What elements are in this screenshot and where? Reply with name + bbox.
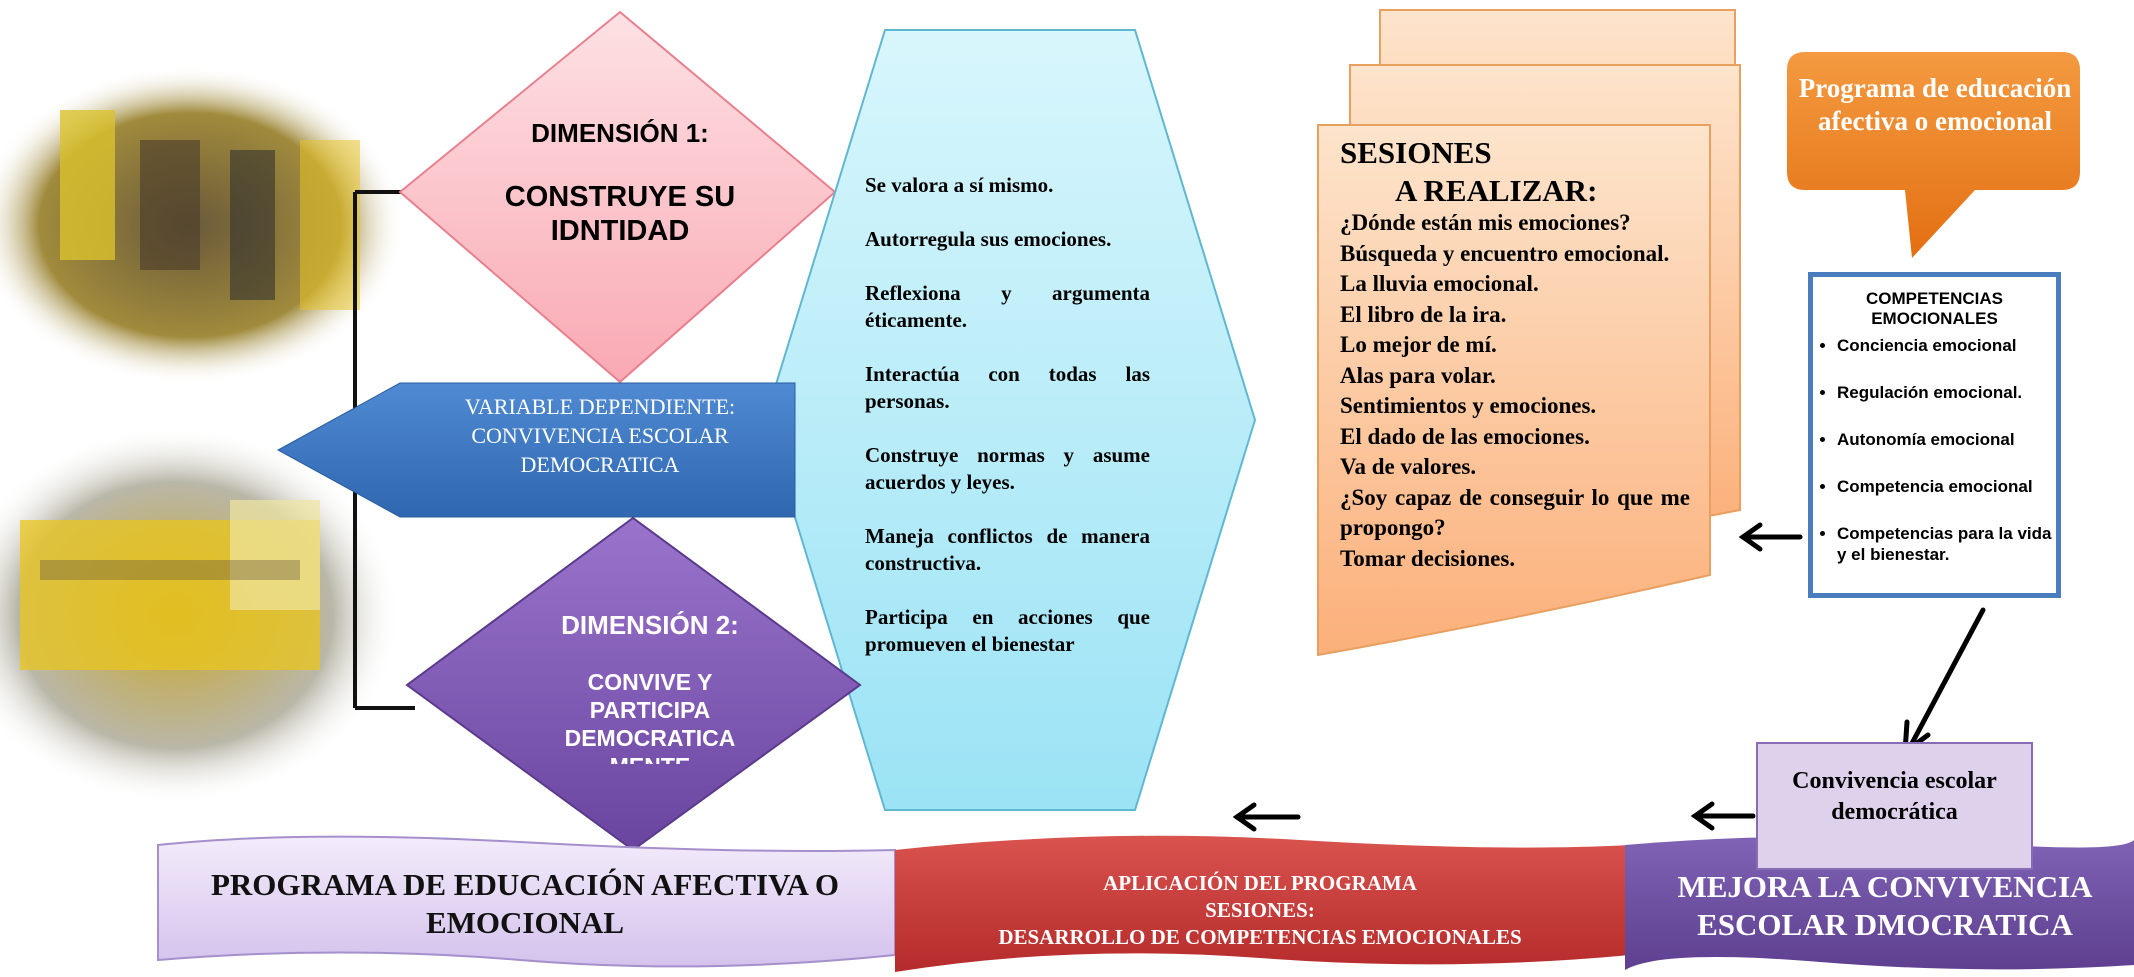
students-photo — [0, 65, 405, 385]
capacity-item: Autorregula sus emociones. — [865, 227, 1112, 251]
sessions-title-line2: A REALIZAR: — [1395, 173, 1598, 208]
banner-middle-line3: DESARROLLO DE COMPETENCIAS EMOCIONALES — [998, 925, 1522, 949]
capacity-item: Se valora a sí mismo. — [865, 173, 1054, 197]
banner-middle-line1: APLICACIÓN DEL PROGRAMA — [1103, 871, 1417, 895]
session-item: Lo mejor de mí. — [1340, 332, 1497, 357]
capacities-list: Se valora a sí mismo. Autorregula sus em… — [865, 172, 1150, 685]
session-item: ¿Soy capaz de conseguir lo que me propon… — [1340, 484, 1690, 541]
sessions-title-line1: SESIONES — [1340, 135, 1492, 170]
sessions-list: ¿Dónde están mis emociones? Búsqueda y e… — [1340, 208, 1690, 574]
dimension1-text: CONSTRUYE SU IDNTIDAD — [504, 181, 736, 247]
session-item: Búsqueda y encuentro emocional. — [1340, 240, 1670, 266]
banner-right-shape — [1625, 836, 2134, 970]
school-building-photo — [0, 425, 400, 805]
variable-arrow-banner — [276, 382, 796, 518]
dimension1-diamond — [398, 10, 837, 384]
session-item: ¿Dónde están mis emociones? — [1340, 210, 1631, 235]
capacity-item: Participa en acciones que promueven el b… — [865, 605, 1150, 656]
variable-dependiente-label: VARIABLE DEPENDIENTE: CONVIVENCIA ESCOLA… — [464, 394, 736, 477]
banner-right-text: MEJORA LA CONVIVENCIA ESCOLAR DMOCRATICA — [1677, 869, 2093, 942]
outcome-box: Convivencia escolar democrática — [1756, 742, 2033, 870]
competency-item: Competencia emocional — [1837, 476, 2056, 497]
competency-item: Autonomía emocional — [1837, 429, 2056, 450]
session-item: Alas para volar. — [1340, 362, 1496, 388]
session-item: El dado de las emociones. — [1340, 423, 1590, 449]
competency-item: Regulación emocional. — [1837, 382, 2056, 403]
capacity-item: Interactúa con todas las personas. — [865, 362, 1150, 413]
arrow-competencies-to-sessions — [1738, 522, 1803, 552]
banner-left-text: PROGRAMA DE EDUCACIÓN AFECTIVA O EMOCION… — [210, 867, 840, 940]
dimension2-title: DIMENSIÓN 2: — [561, 610, 739, 640]
session-item: El libro de la ira. — [1340, 301, 1507, 327]
capacity-item: Construye normas y asume acuerdos y leye… — [865, 443, 1150, 494]
competency-item: Competencias para la vida y el bienestar… — [1837, 523, 2056, 565]
dimension1-title: DIMENSIÓN 1: — [531, 118, 709, 148]
competencies-title: COMPETENCIAS EMOCIONALES — [1866, 289, 2003, 328]
sessions-title: SESIONES A REALIZAR: — [1340, 134, 1597, 210]
dimension2-text: CONVIVE Y PARTICIPA DEMOCRATICA MENTE — [564, 669, 736, 764]
banner-middle-text: APLICACIÓN DEL PROGRAMA SESIONES: DESARR… — [900, 870, 1620, 951]
program-callout-text: Programa de educación afectiva o emocion… — [1798, 73, 2072, 136]
session-item: La lluvia emocional. — [1340, 271, 1539, 296]
arrow-middle — [1232, 802, 1301, 832]
arrow-competencies-to-outcome — [1902, 607, 1986, 758]
session-item: Va de valores. — [1340, 454, 1477, 479]
competencies-box: COMPETENCIAS EMOCIONALES Conciencia emoc… — [1808, 272, 2061, 598]
session-item: Sentimientos y emociones. — [1340, 393, 1597, 418]
competencies-list: Conciencia emocional Regulación emociona… — [1813, 335, 2056, 565]
program-callout — [1787, 52, 2080, 258]
capacity-item: Reflexiona y argumenta éticamente. — [865, 281, 1150, 332]
sessions-document-stack — [1317, 9, 1741, 657]
banner-middle-shape — [895, 835, 1630, 972]
capacity-item: Maneja conflictos de manera constructiva… — [865, 524, 1150, 575]
arrow-outcome-to-banner — [1690, 801, 1756, 831]
session-item: Tomar decisiones. — [1340, 545, 1516, 571]
competency-item: Conciencia emocional — [1837, 335, 2056, 356]
banner-middle-line2: SESIONES: — [1205, 898, 1315, 922]
